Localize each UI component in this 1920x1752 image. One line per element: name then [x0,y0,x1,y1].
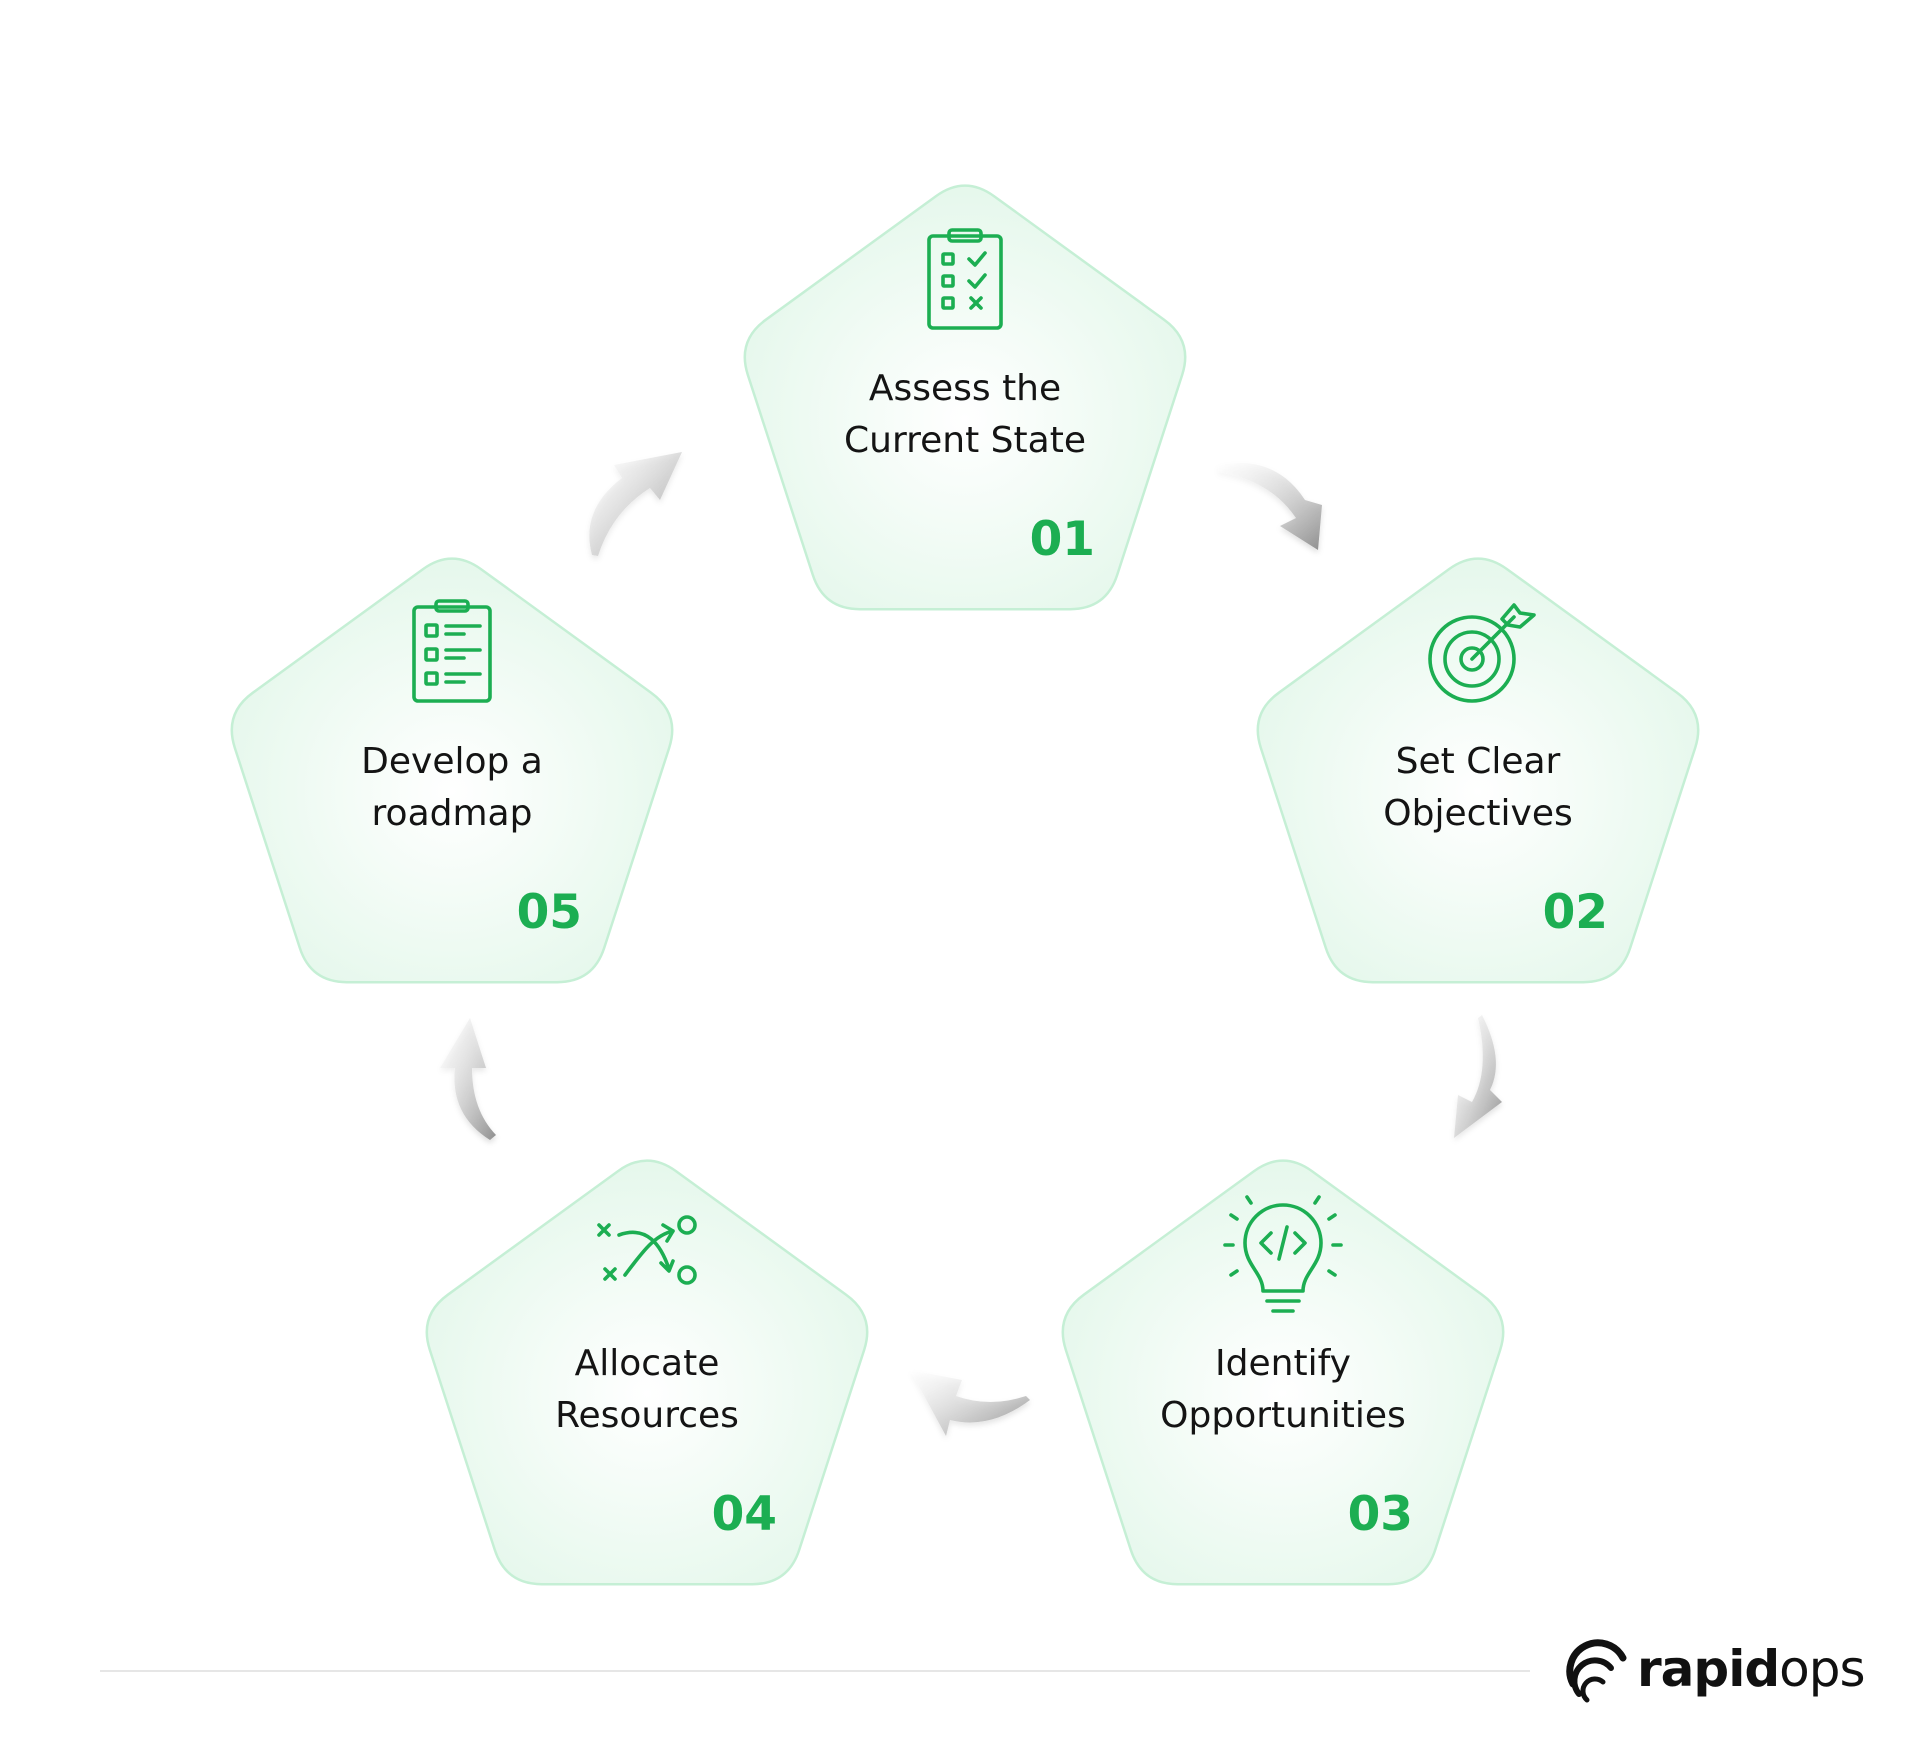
step-title-line2: Opportunities [1160,1395,1406,1436]
arrow-04-to-05 [440,1018,496,1140]
step-title-line1: Identify [1215,1343,1351,1384]
pentagon-shape [425,1159,869,1586]
pentagon-shape [1256,557,1700,984]
step-title-line1: Allocate [575,1343,720,1384]
step-title-line1: Assess the [869,368,1061,409]
arrow-02-to-03 [1454,1015,1502,1138]
step-number: 02 [1543,885,1608,940]
rapidops-logo-icon [1566,1639,1627,1703]
step-title-line1: Set Clear [1396,741,1561,782]
roadmap-list-icon [412,599,492,703]
brand-wordmark: rapidops [1637,1640,1866,1698]
brand-logo: rapidops [1565,1632,1866,1712]
arrow-05-to-01 [589,452,682,556]
arrow-03-to-04 [910,1370,1030,1436]
step-number: 03 [1348,1487,1413,1542]
pentagon-shape [230,557,674,984]
footer-divider [100,1670,1530,1672]
step-number: 05 [517,885,582,940]
step-title-line2: Objectives [1383,793,1572,834]
strategy-play-icon [597,1215,697,1285]
step-number: 04 [712,1487,777,1542]
step-title-line2: roadmap [372,793,533,834]
step-title-line2: Current State [844,420,1086,461]
step-card-05: Develop a roadmap 05 [230,557,674,984]
clipboard-checklist-icon [927,228,1003,330]
target-arrow-icon [1428,603,1536,703]
cycle-arrows [440,452,1502,1436]
pentagon-shape [1061,1159,1505,1586]
step-title-line2: Resources [555,1395,739,1436]
arrow-01-to-02 [1218,462,1322,550]
step-number: 01 [1030,512,1095,567]
brand-word-rapid: rapid [1637,1640,1780,1698]
pentagon-shape [743,184,1187,611]
lightbulb-code-icon [1223,1195,1343,1313]
brand-word-ops: ops [1779,1640,1865,1698]
step-title-line1: Develop a [361,741,543,782]
